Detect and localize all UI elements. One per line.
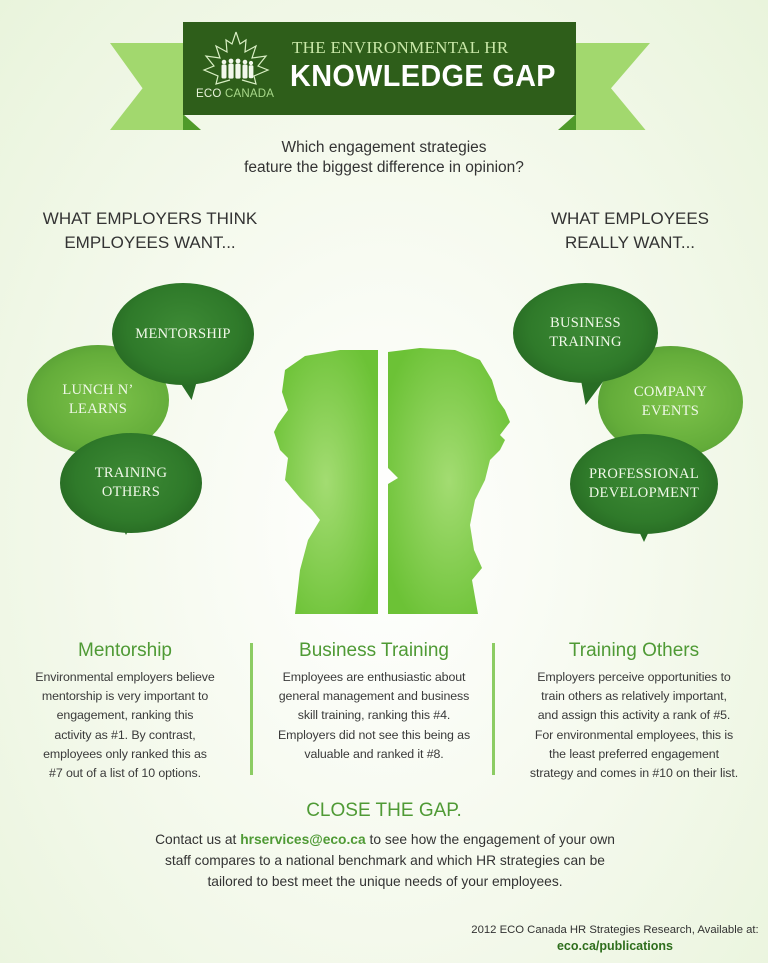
maple-leaf-people-icon (202, 31, 270, 85)
bubble-training-others: TRAINING OTHERS (60, 433, 202, 533)
body-line: general management and business (278, 689, 470, 704)
bubble-label: LEARNS (68, 401, 128, 417)
contact-text: Contact us at hrservices@eco.ca to see h… (140, 829, 630, 892)
body-line: strategy and comes in #10 on their list. (529, 766, 739, 781)
bubble-label: EVENTS (641, 403, 700, 419)
contact-line: tailored to best meet the unique needs o… (207, 874, 563, 889)
body-line: Employers perceive opportunities to (537, 670, 731, 684)
heading-line: REALLY WANT... (564, 233, 696, 252)
bubble-label: LUNCH N’ (62, 382, 134, 398)
body-line: activity as #1. By contrast, (54, 727, 196, 742)
body-line: #7 out of a list of 10 options. (49, 766, 201, 781)
body-line: train others as relatively important, (541, 689, 727, 704)
contact-line: Contact us at hrservices@eco.ca to see h… (140, 829, 630, 850)
two-heads-silhouette-icon (274, 348, 510, 614)
section-business-training: Business Training Employees are enthusia… (258, 640, 490, 764)
employees-heading: WHAT EMPLOYEES REALLY WANT... (525, 207, 735, 255)
body-line: skill training, ranking this #4. (297, 708, 451, 723)
source-text: 2012 ECO Canada HR Strategies Research, … (471, 924, 759, 936)
body-line: the least preferred engagement (549, 746, 719, 761)
section-title: Mentorship (78, 640, 172, 661)
bubble-label: PROFESSIONAL (589, 466, 699, 482)
email-link[interactable]: hrservices@eco.ca (240, 832, 366, 847)
banner-fold-right (558, 114, 576, 130)
bubble-mentorship: MENTORSHIP (112, 283, 254, 385)
contact-suffix: to see how the engagement of your own (365, 832, 615, 847)
body-line: employees only ranked this as (43, 746, 207, 761)
section-title: Business Training (299, 640, 449, 661)
body-line: Environmental employers believe (35, 670, 215, 684)
bubble-label: TRAINING (549, 334, 622, 350)
section-title: Training Others (568, 640, 700, 661)
body-line: For environmental employees, this is (534, 727, 734, 742)
bubble-label: MENTORSHIP (135, 325, 231, 342)
title-banner (183, 22, 576, 115)
bubble-business-training: BUSINESS TRAINING (513, 283, 658, 383)
section-body: Environmental employers believe mentorsh… (0, 668, 250, 783)
body-line: and assign this activity a rank of #5. (537, 708, 731, 723)
body-line: engagement, ranking this (56, 708, 194, 723)
body-line: valuable and ranked it #8. (304, 746, 444, 761)
heading-line: EMPLOYEES WANT... (64, 233, 236, 252)
question-line: feature the biggest difference in opinio… (244, 159, 524, 176)
question-line: Which engagement strategies (281, 139, 487, 156)
banner-fold-left (183, 114, 201, 130)
question-heading: Which engagement strategies feature the … (180, 138, 588, 178)
banner-title: KNOWLEDGE GAP (290, 58, 556, 93)
bubble-professional-development: PROFESSIONAL DEVELOPMENT (570, 434, 718, 534)
publications-link[interactable]: eco.ca/publications (556, 939, 673, 953)
bubble-label: BUSINESS (550, 315, 621, 331)
section-body: Employers perceive opportunities to trai… (500, 668, 768, 783)
body-line: Employers did not see this being as (277, 727, 471, 742)
section-training-others: Training Others Employers perceive oppor… (500, 640, 768, 783)
banner-ribbon-left-tail (110, 43, 184, 130)
body-line: Employees are enthusiastic about (282, 670, 466, 684)
heading-line: WHAT EMPLOYEES (550, 209, 710, 228)
contact-prefix: Contact us at (155, 832, 241, 847)
source-citation: 2012 ECO Canada HR Strategies Research, … (470, 922, 760, 954)
bubble-label: OTHERS (101, 484, 161, 500)
bubble-label: TRAINING (94, 465, 168, 481)
section-mentorship: Mentorship Environmental employers belie… (0, 640, 250, 783)
contact-line: staff compares to a national benchmark a… (165, 853, 605, 868)
bubble-label: DEVELOPMENT (588, 485, 700, 501)
section-divider (250, 643, 253, 775)
section-body: Employees are enthusiastic about general… (258, 668, 490, 764)
employers-heading: WHAT EMPLOYERS THINK EMPLOYEES WANT... (30, 207, 270, 255)
bubble-label: COMPANY (633, 384, 708, 400)
close-the-gap-title: CLOSE THE GAP. (306, 800, 462, 821)
heading-line: WHAT EMPLOYERS THINK (42, 209, 258, 228)
section-divider (492, 643, 495, 775)
banner-ribbon-right-tail (575, 43, 650, 130)
body-line: mentorship is very important to (41, 689, 209, 704)
banner-subtitle: THE ENVIRONMENTAL HR (292, 38, 509, 57)
eco-canada-logo-text: ECO CANADA (196, 88, 275, 100)
